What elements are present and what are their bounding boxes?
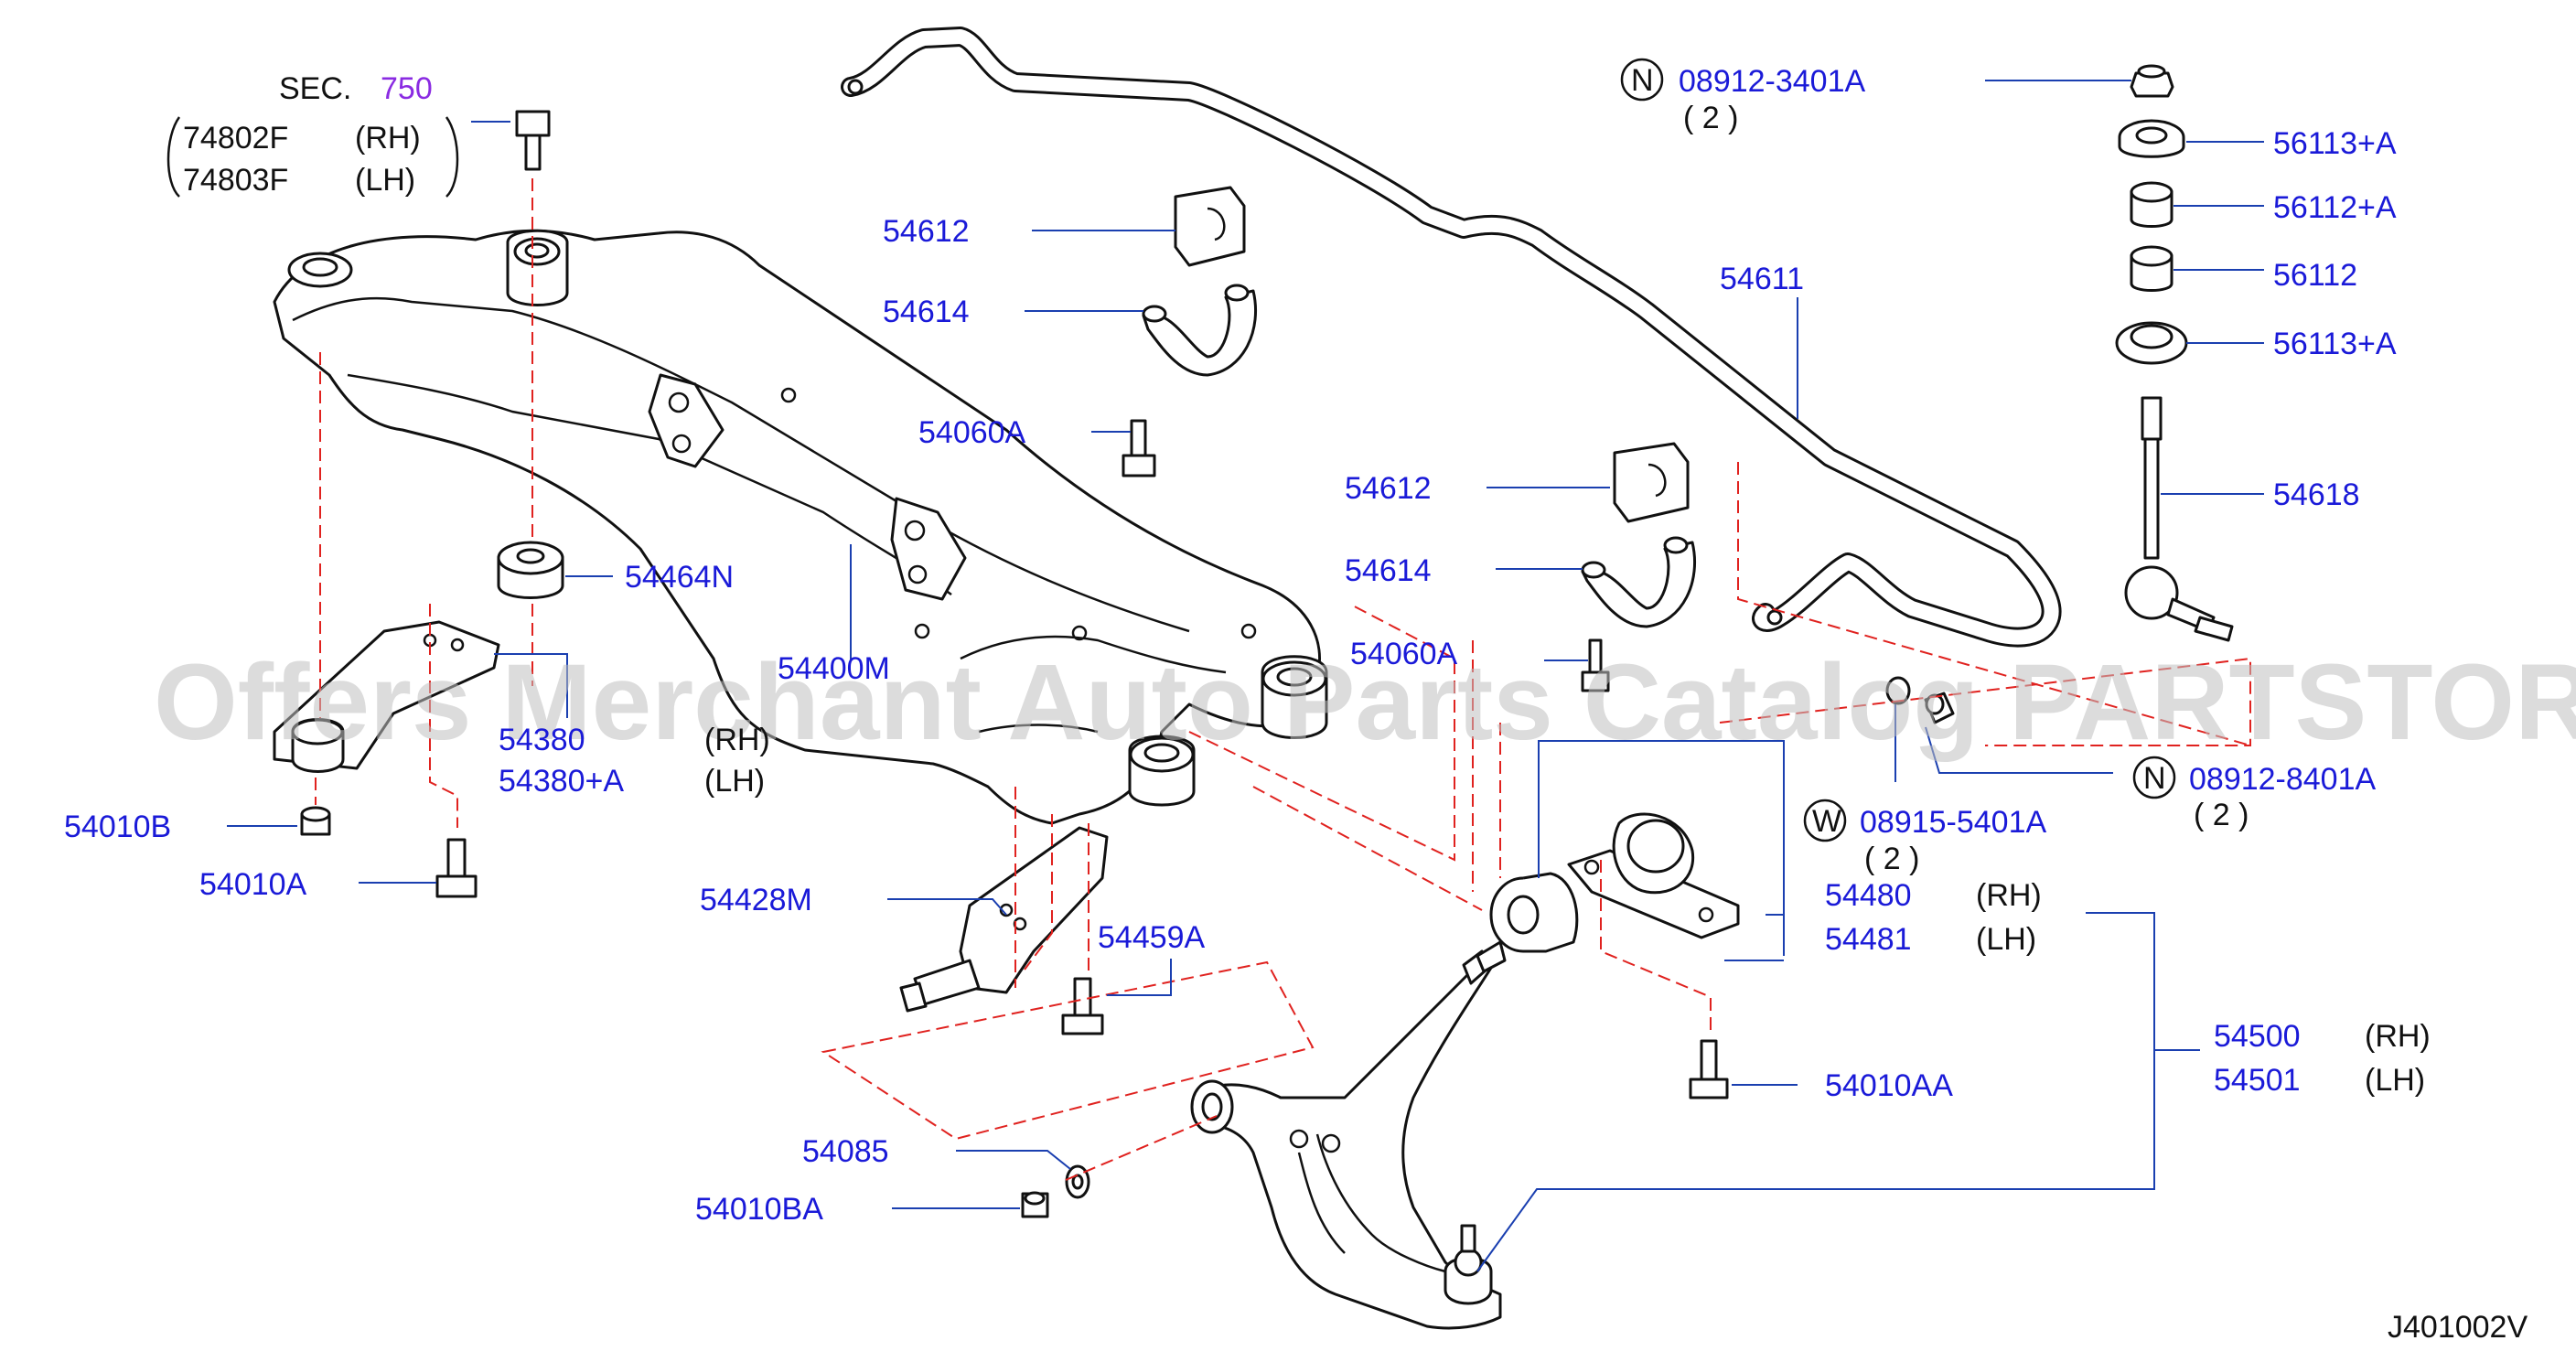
leader-lines	[227, 80, 2264, 1272]
washer-54085-drawing	[1065, 1164, 1090, 1199]
part-label-08912-8401A[interactable]: 08912-8401A	[2189, 762, 2377, 797]
crossmember-bolt-drawing	[515, 110, 551, 171]
part-qty: ( 2 )	[1864, 842, 1919, 876]
diagram-ref-code: J401002V	[2388, 1310, 2528, 1345]
washer-08915-5401A-drawing	[1885, 676, 1911, 705]
part-label-56113A[interactable]: 56113+A	[2273, 126, 2397, 161]
bolt-54010AA-drawing	[1689, 1039, 1729, 1099]
sec-item-side: (LH)	[355, 163, 415, 198]
clamp-54614-left-drawing	[1142, 284, 1258, 377]
sec-item-pn: 74802F	[183, 121, 288, 156]
bracket-54480-drawing	[1567, 812, 1740, 939]
note-badge-n	[1620, 58, 1664, 102]
dashed-alignment-lines	[315, 178, 2251, 1181]
watermark-text: Offers Merchant Auto Parts Catalog PARTS…	[154, 642, 2576, 763]
part-label-54380A[interactable]: 54380+A	[499, 764, 624, 799]
part-label-54464N[interactable]: 54464N	[625, 560, 734, 595]
part-label-54085[interactable]: 54085	[802, 1134, 889, 1169]
part-label-54614[interactable]: 54614	[883, 295, 970, 329]
nut-54010B-drawing	[300, 806, 331, 836]
part-qty: ( 2 )	[1683, 101, 1738, 135]
note-badge-n	[2132, 756, 2176, 799]
part-side-54501: (LH)	[2365, 1063, 2425, 1098]
front-crossmember-drawing	[273, 229, 1328, 825]
part-label-54614[interactable]: 54614	[1345, 553, 1432, 588]
part-side-54480: (RH)	[1976, 878, 2042, 913]
clamp-54614-right-drawing	[1581, 536, 1697, 628]
part-label-54611[interactable]: 54611	[1720, 262, 1804, 296]
nut-54010BA-drawing	[1021, 1191, 1049, 1218]
part-label-54010B[interactable]: 54010B	[64, 810, 171, 844]
part-label-54010A[interactable]: 54010A	[199, 867, 307, 902]
sec-bracket-left	[166, 116, 181, 198]
link-stack-drawing	[2115, 64, 2188, 365]
bushing-54480-drawing	[1489, 872, 1579, 953]
part-label-54380[interactable]: 54380	[499, 723, 585, 757]
part-label-54612[interactable]: 54612	[883, 214, 970, 249]
sec-item-side: (RH)	[355, 121, 421, 156]
stabilizer-bar-drawing	[841, 27, 2062, 648]
bolt-54060A-right-drawing	[1581, 638, 1610, 692]
part-label-54481[interactable]: 54481	[1825, 922, 1912, 957]
part-label-08915-5401A[interactable]: 08915-5401A	[1860, 805, 2047, 840]
part-label-54060A[interactable]: 54060A	[1350, 637, 1458, 671]
bolt-54060A-left-drawing	[1122, 419, 1156, 477]
part-label-54010AA[interactable]: 54010AA	[1825, 1068, 1953, 1103]
part-label-54480[interactable]: 54480	[1825, 878, 1912, 913]
part-label-56113A[interactable]: 56113+A	[2273, 327, 2397, 361]
part-label-54501[interactable]: 54501	[2214, 1063, 2301, 1098]
part-label-54459A[interactable]: 54459A	[1098, 920, 1206, 955]
sec-number-link[interactable]: 750	[381, 71, 433, 106]
mount-insulator-drawing	[497, 541, 564, 599]
part-side-54380: (RH)	[704, 723, 770, 757]
part-side-54500: (RH)	[2365, 1019, 2431, 1054]
part-label-54010BA[interactable]: 54010BA	[695, 1192, 823, 1227]
part-qty: ( 2 )	[2194, 798, 2249, 832]
part-side-54380A: (LH)	[704, 764, 765, 799]
note-badge-w	[1803, 799, 1847, 842]
part-label-54612[interactable]: 54612	[1345, 471, 1432, 506]
part-label-56112[interactable]: 56112	[2273, 258, 2357, 293]
sec-bracket-right	[445, 116, 459, 198]
part-label-08912-3401A[interactable]: 08912-3401A	[1679, 64, 1866, 99]
bolt-54010A-drawing	[435, 838, 478, 898]
bushing-54612-right-drawing	[1613, 442, 1690, 523]
lower-control-arm-drawing	[1190, 940, 1507, 1330]
note-badge-letter: N	[2143, 761, 2166, 796]
note-badge-letter: W	[1812, 804, 1841, 839]
part-label-54428M[interactable]: 54428M	[700, 883, 812, 917]
part-side-54481: (LH)	[1976, 922, 2036, 957]
note-badge-letter: N	[1631, 63, 1654, 98]
sec-item-pn: 74803F	[183, 163, 288, 198]
stabilizer-link-drawing	[2124, 396, 2234, 642]
part-label-56112A[interactable]: 56112+A	[2273, 190, 2397, 225]
part-label-54500[interactable]: 54500	[2214, 1019, 2301, 1054]
bolt-54459A-drawing	[1061, 977, 1104, 1035]
part-label-54400M[interactable]: 54400M	[778, 651, 890, 686]
part-label-54060A[interactable]: 54060A	[918, 415, 1026, 450]
part-label-54618[interactable]: 54618	[2273, 477, 2360, 512]
bracket-54380-drawing	[273, 620, 500, 773]
sec-prefix: SEC.	[279, 71, 351, 106]
bracket-54428M-drawing	[899, 826, 1109, 1013]
bushing-54612-left-drawing	[1174, 186, 1246, 267]
